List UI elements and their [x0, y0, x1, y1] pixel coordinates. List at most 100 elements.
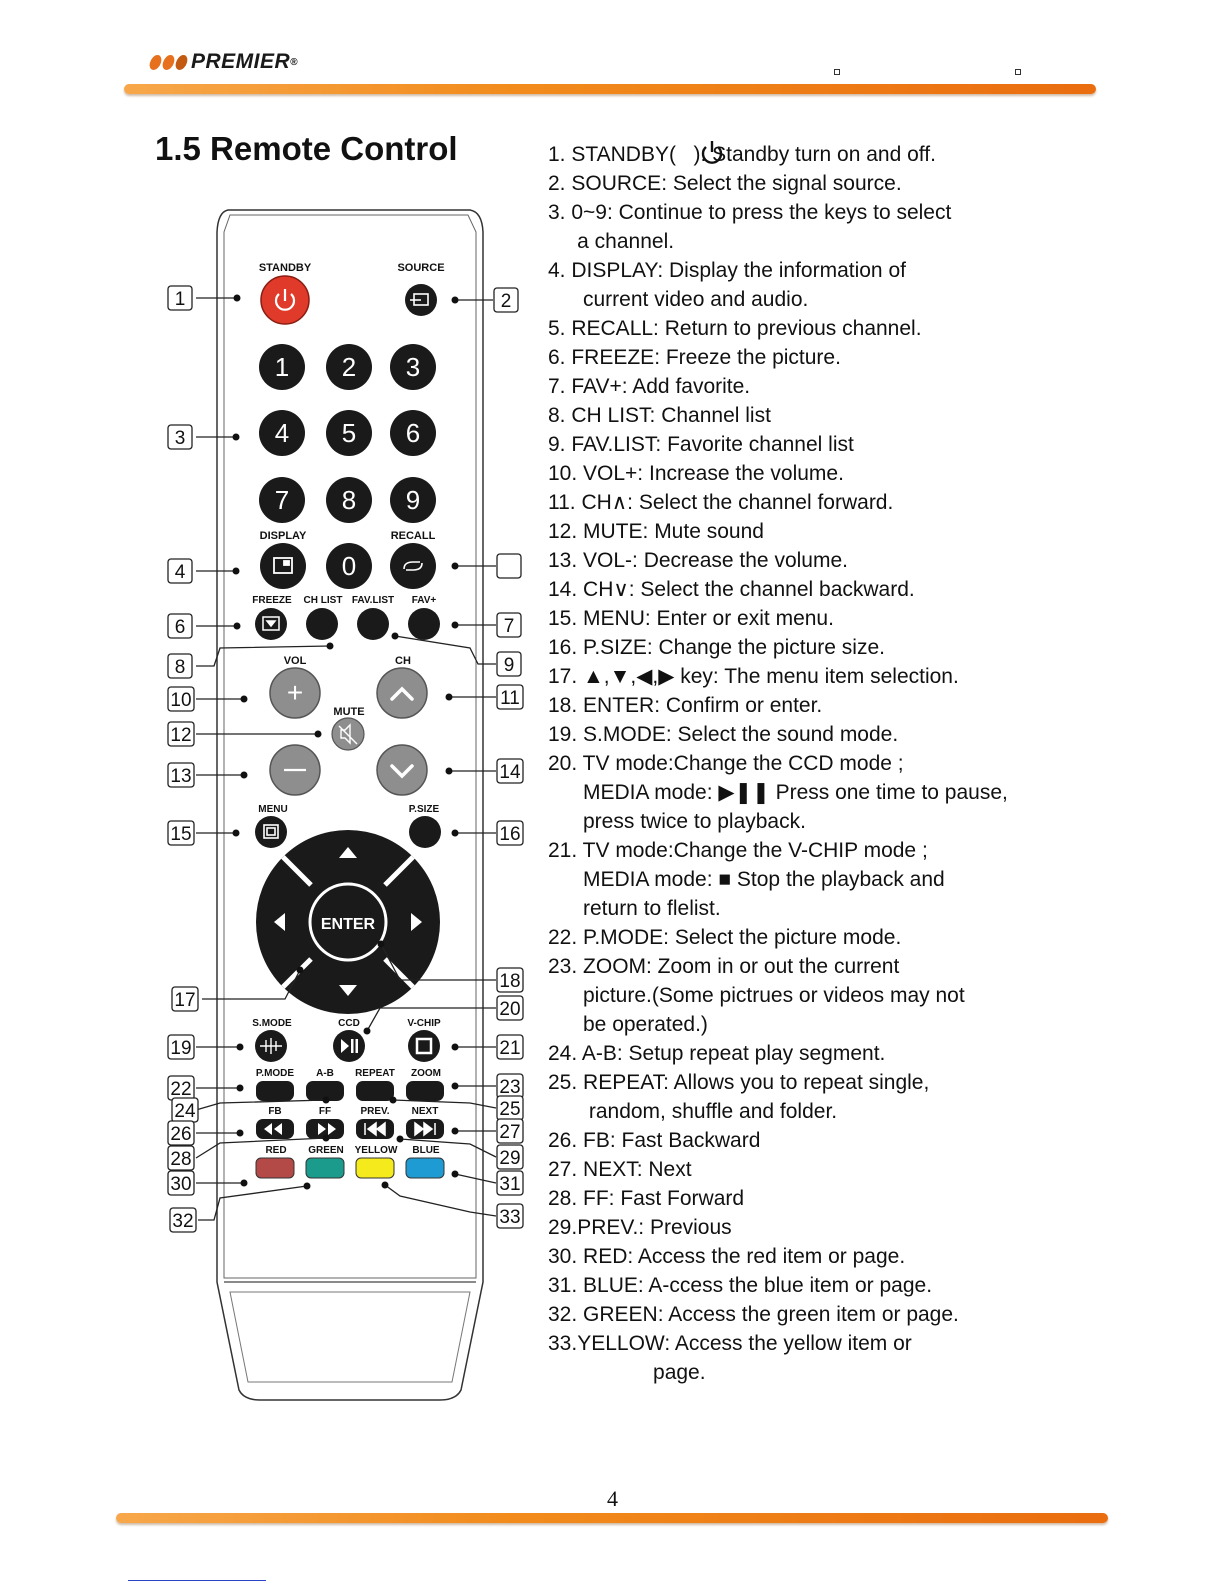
- digit-2-button[interactable]: [326, 344, 372, 390]
- display-icon: [273, 557, 293, 574]
- label-prev: PREV.: [360, 1106, 389, 1117]
- callout-number: 6: [175, 617, 186, 638]
- callout-box: [496, 651, 522, 677]
- digit-6-button[interactable]: [390, 410, 436, 456]
- digit-0-button[interactable]: [326, 543, 372, 589]
- label-ab: A-B: [316, 1068, 334, 1079]
- callout-number: 2: [501, 291, 512, 312]
- fast-forward-icon: [318, 1123, 336, 1135]
- play-pause-icon: [341, 1039, 358, 1053]
- callout-box: [496, 820, 524, 846]
- vol-up-button[interactable]: [269, 667, 321, 719]
- red-button[interactable]: [255, 1157, 295, 1179]
- digit-4-button[interactable]: [259, 410, 305, 456]
- description-line: 9. FAV.LIST: Favorite channel list: [548, 433, 854, 456]
- description-line: 15. MENU: Enter or exit menu.: [548, 607, 834, 630]
- label-green: GREEN: [308, 1145, 344, 1156]
- arrow-down-icon[interactable]: [339, 985, 357, 996]
- callout-number: 20: [499, 999, 520, 1020]
- favlist-button[interactable]: [357, 608, 389, 640]
- arrow-left-icon[interactable]: [274, 913, 285, 931]
- ab-button[interactable]: [306, 1081, 344, 1101]
- description-line: return to flelist.: [548, 897, 721, 920]
- digit-label: 4: [275, 418, 289, 448]
- display-button[interactable]: [260, 543, 306, 589]
- description-line: 28. FF: Fast Forward: [548, 1187, 745, 1210]
- menu-button[interactable]: [255, 816, 287, 848]
- blue-button[interactable]: [405, 1157, 445, 1179]
- arrow-right-icon[interactable]: [411, 913, 422, 931]
- footer-underline: [128, 1580, 266, 1581]
- vchip-button[interactable]: [408, 1030, 440, 1062]
- header-marker: [1015, 69, 1021, 75]
- yellow-button[interactable]: [355, 1157, 395, 1179]
- label-menu: MENU: [258, 804, 287, 815]
- callout-box: [167, 424, 193, 450]
- digit-7-button[interactable]: [259, 477, 305, 523]
- rewind-icon: [264, 1123, 282, 1135]
- digit-8-button[interactable]: [326, 477, 372, 523]
- recall-icon: [403, 561, 423, 571]
- label-next: NEXT: [412, 1106, 439, 1117]
- label-favlist: FAV.LIST: [352, 595, 394, 606]
- mute-button[interactable]: [331, 717, 365, 751]
- callout-box: [171, 986, 199, 1012]
- description-line: 10. VOL+: Increase the volume.: [548, 462, 844, 485]
- callout-box: [496, 1203, 524, 1229]
- description-line: 32. GREEN: Access the green item or page…: [548, 1303, 959, 1326]
- zoom-button[interactable]: [406, 1081, 444, 1101]
- callout-box: [167, 820, 195, 846]
- stop-icon: [415, 1037, 433, 1055]
- recall-button[interactable]: [390, 543, 436, 589]
- callout-number: 17: [174, 990, 195, 1011]
- freeze-icon: [262, 616, 280, 631]
- label-ch: CH: [395, 655, 411, 667]
- digit-1-button[interactable]: [259, 344, 305, 390]
- callout-box: [167, 558, 193, 584]
- brand-name: PREMIER: [191, 50, 291, 73]
- description-line: 16. P.SIZE: Change the picture size.: [548, 636, 885, 659]
- description-line: 19. S.MODE: Select the sound mode.: [548, 723, 899, 746]
- label-mute: MUTE: [333, 706, 364, 718]
- callout-number: 11: [500, 688, 520, 709]
- chlist-button[interactable]: [306, 608, 338, 640]
- digit-label: 1: [275, 352, 289, 382]
- label-ccd: CCD: [338, 1018, 360, 1029]
- psize-button[interactable]: [409, 816, 441, 848]
- label-psize: P.SIZE: [409, 804, 440, 815]
- description-line: 33.YELLOW: Access the yellow item or: [548, 1332, 912, 1355]
- callout-number: 29: [499, 1148, 520, 1169]
- description-line: 24. A-B: Setup repeat play segment.: [548, 1042, 886, 1065]
- repeat-button[interactable]: [356, 1081, 394, 1101]
- label-fb: FB: [268, 1106, 281, 1117]
- label-smode: S.MODE: [252, 1018, 292, 1029]
- callout-box: [496, 684, 524, 710]
- digit-9-button[interactable]: [390, 477, 436, 523]
- callout-number: 4: [175, 562, 186, 583]
- favplus-button[interactable]: [408, 608, 440, 640]
- smode-icon: [260, 1038, 282, 1054]
- description-line: 6. FREEZE: Freeze the picture.: [548, 346, 841, 369]
- callout-number: 23: [499, 1077, 520, 1098]
- callout-number: 27: [499, 1122, 520, 1143]
- digit-5-button[interactable]: [326, 410, 372, 456]
- label-chlist: CH LIST: [304, 595, 343, 606]
- description-line: 21. TV mode:Change the V-CHIP mode ;: [548, 839, 928, 862]
- arrow-up-icon[interactable]: [339, 847, 357, 858]
- green-button[interactable]: [305, 1157, 345, 1179]
- page-number: 4: [607, 1486, 618, 1511]
- callout-number: 24: [174, 1101, 196, 1122]
- digit-label: 2: [342, 352, 356, 382]
- enter-button[interactable]: [308, 882, 388, 962]
- registered-mark: ®: [290, 56, 298, 68]
- callout-box: [496, 995, 524, 1021]
- label-display: DISPLAY: [260, 530, 307, 542]
- ch-up-button[interactable]: [376, 667, 428, 719]
- digit-3-button[interactable]: [390, 344, 436, 390]
- button-descriptions: 1. STANDBY( ): Standby turn on and off.2…: [548, 140, 1108, 1387]
- pmode-button[interactable]: [256, 1081, 294, 1101]
- chevron-up-icon: [390, 686, 414, 701]
- callout-box: [496, 1144, 524, 1170]
- ch-down-button[interactable]: [376, 744, 428, 796]
- callout-number: 12: [170, 725, 191, 746]
